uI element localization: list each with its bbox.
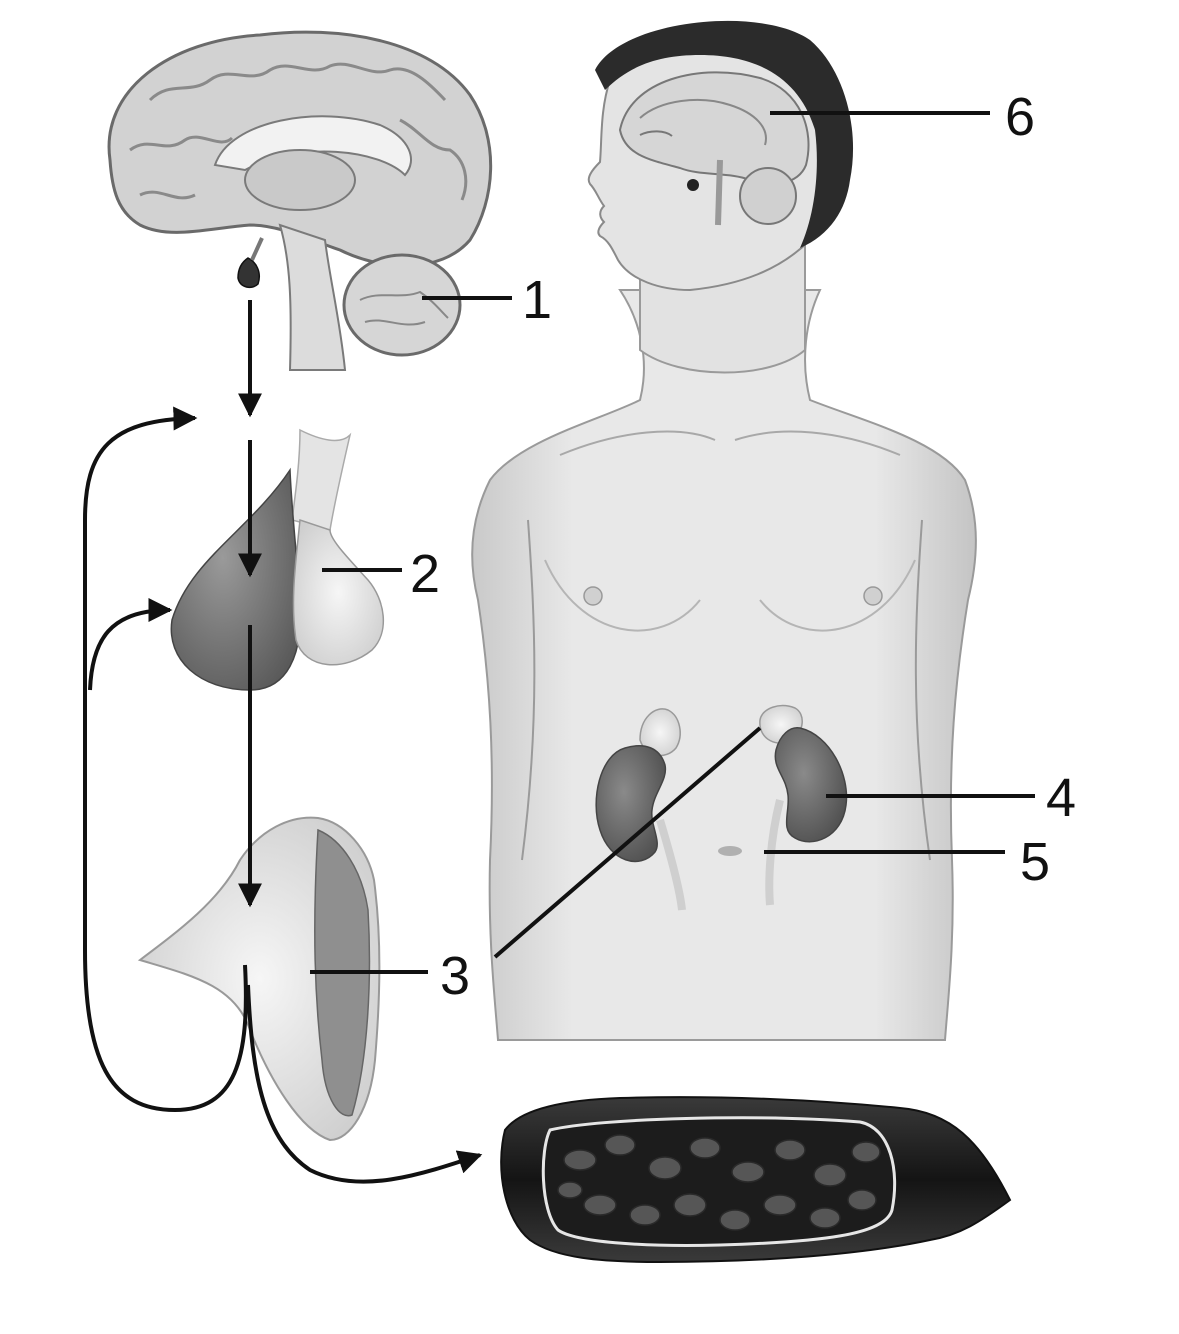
label-2: 2 bbox=[410, 544, 440, 604]
gland-enlarged bbox=[170, 428, 385, 691]
brainstem bbox=[278, 223, 347, 371]
thalamus bbox=[244, 149, 356, 211]
gland-dark-lobe bbox=[170, 467, 301, 691]
head-brain bbox=[618, 71, 810, 186]
feedback-loop-inner bbox=[88, 598, 173, 691]
ureter-right bbox=[765, 799, 784, 906]
arrow-to-blood bbox=[246, 984, 483, 1184]
nipple-left bbox=[583, 586, 603, 606]
label-1: 1 bbox=[522, 270, 552, 330]
leader-lines bbox=[310, 111, 1035, 974]
hair bbox=[595, 20, 854, 248]
blood-cells bbox=[557, 1134, 881, 1231]
cerebellum bbox=[342, 253, 462, 357]
nipple-right bbox=[863, 586, 883, 606]
human-figure bbox=[471, 20, 977, 1041]
gland-light-lobe bbox=[292, 518, 385, 666]
head-cerebellum bbox=[739, 167, 797, 225]
label-6: 6 bbox=[1005, 87, 1035, 147]
number-labels: 1 2 3 4 5 6 bbox=[410, 87, 1076, 1006]
label-4: 4 bbox=[1046, 768, 1076, 828]
blood-vessel bbox=[500, 1096, 1012, 1264]
pituitary bbox=[237, 257, 260, 289]
gland-stalk bbox=[291, 428, 352, 531]
leader-3b bbox=[493, 726, 762, 959]
torso bbox=[471, 289, 977, 1041]
kidney-right bbox=[774, 727, 848, 843]
navel bbox=[718, 846, 742, 856]
kidney-left bbox=[595, 744, 667, 862]
label-5: 5 bbox=[1020, 832, 1050, 892]
ureter-left bbox=[656, 818, 686, 911]
flow-arrows bbox=[83, 300, 483, 1184]
kidney-system bbox=[595, 704, 848, 911]
label-3: 3 bbox=[440, 946, 470, 1006]
feedback-loop-outer bbox=[83, 406, 248, 1113]
brain-sagittal bbox=[107, 30, 493, 371]
